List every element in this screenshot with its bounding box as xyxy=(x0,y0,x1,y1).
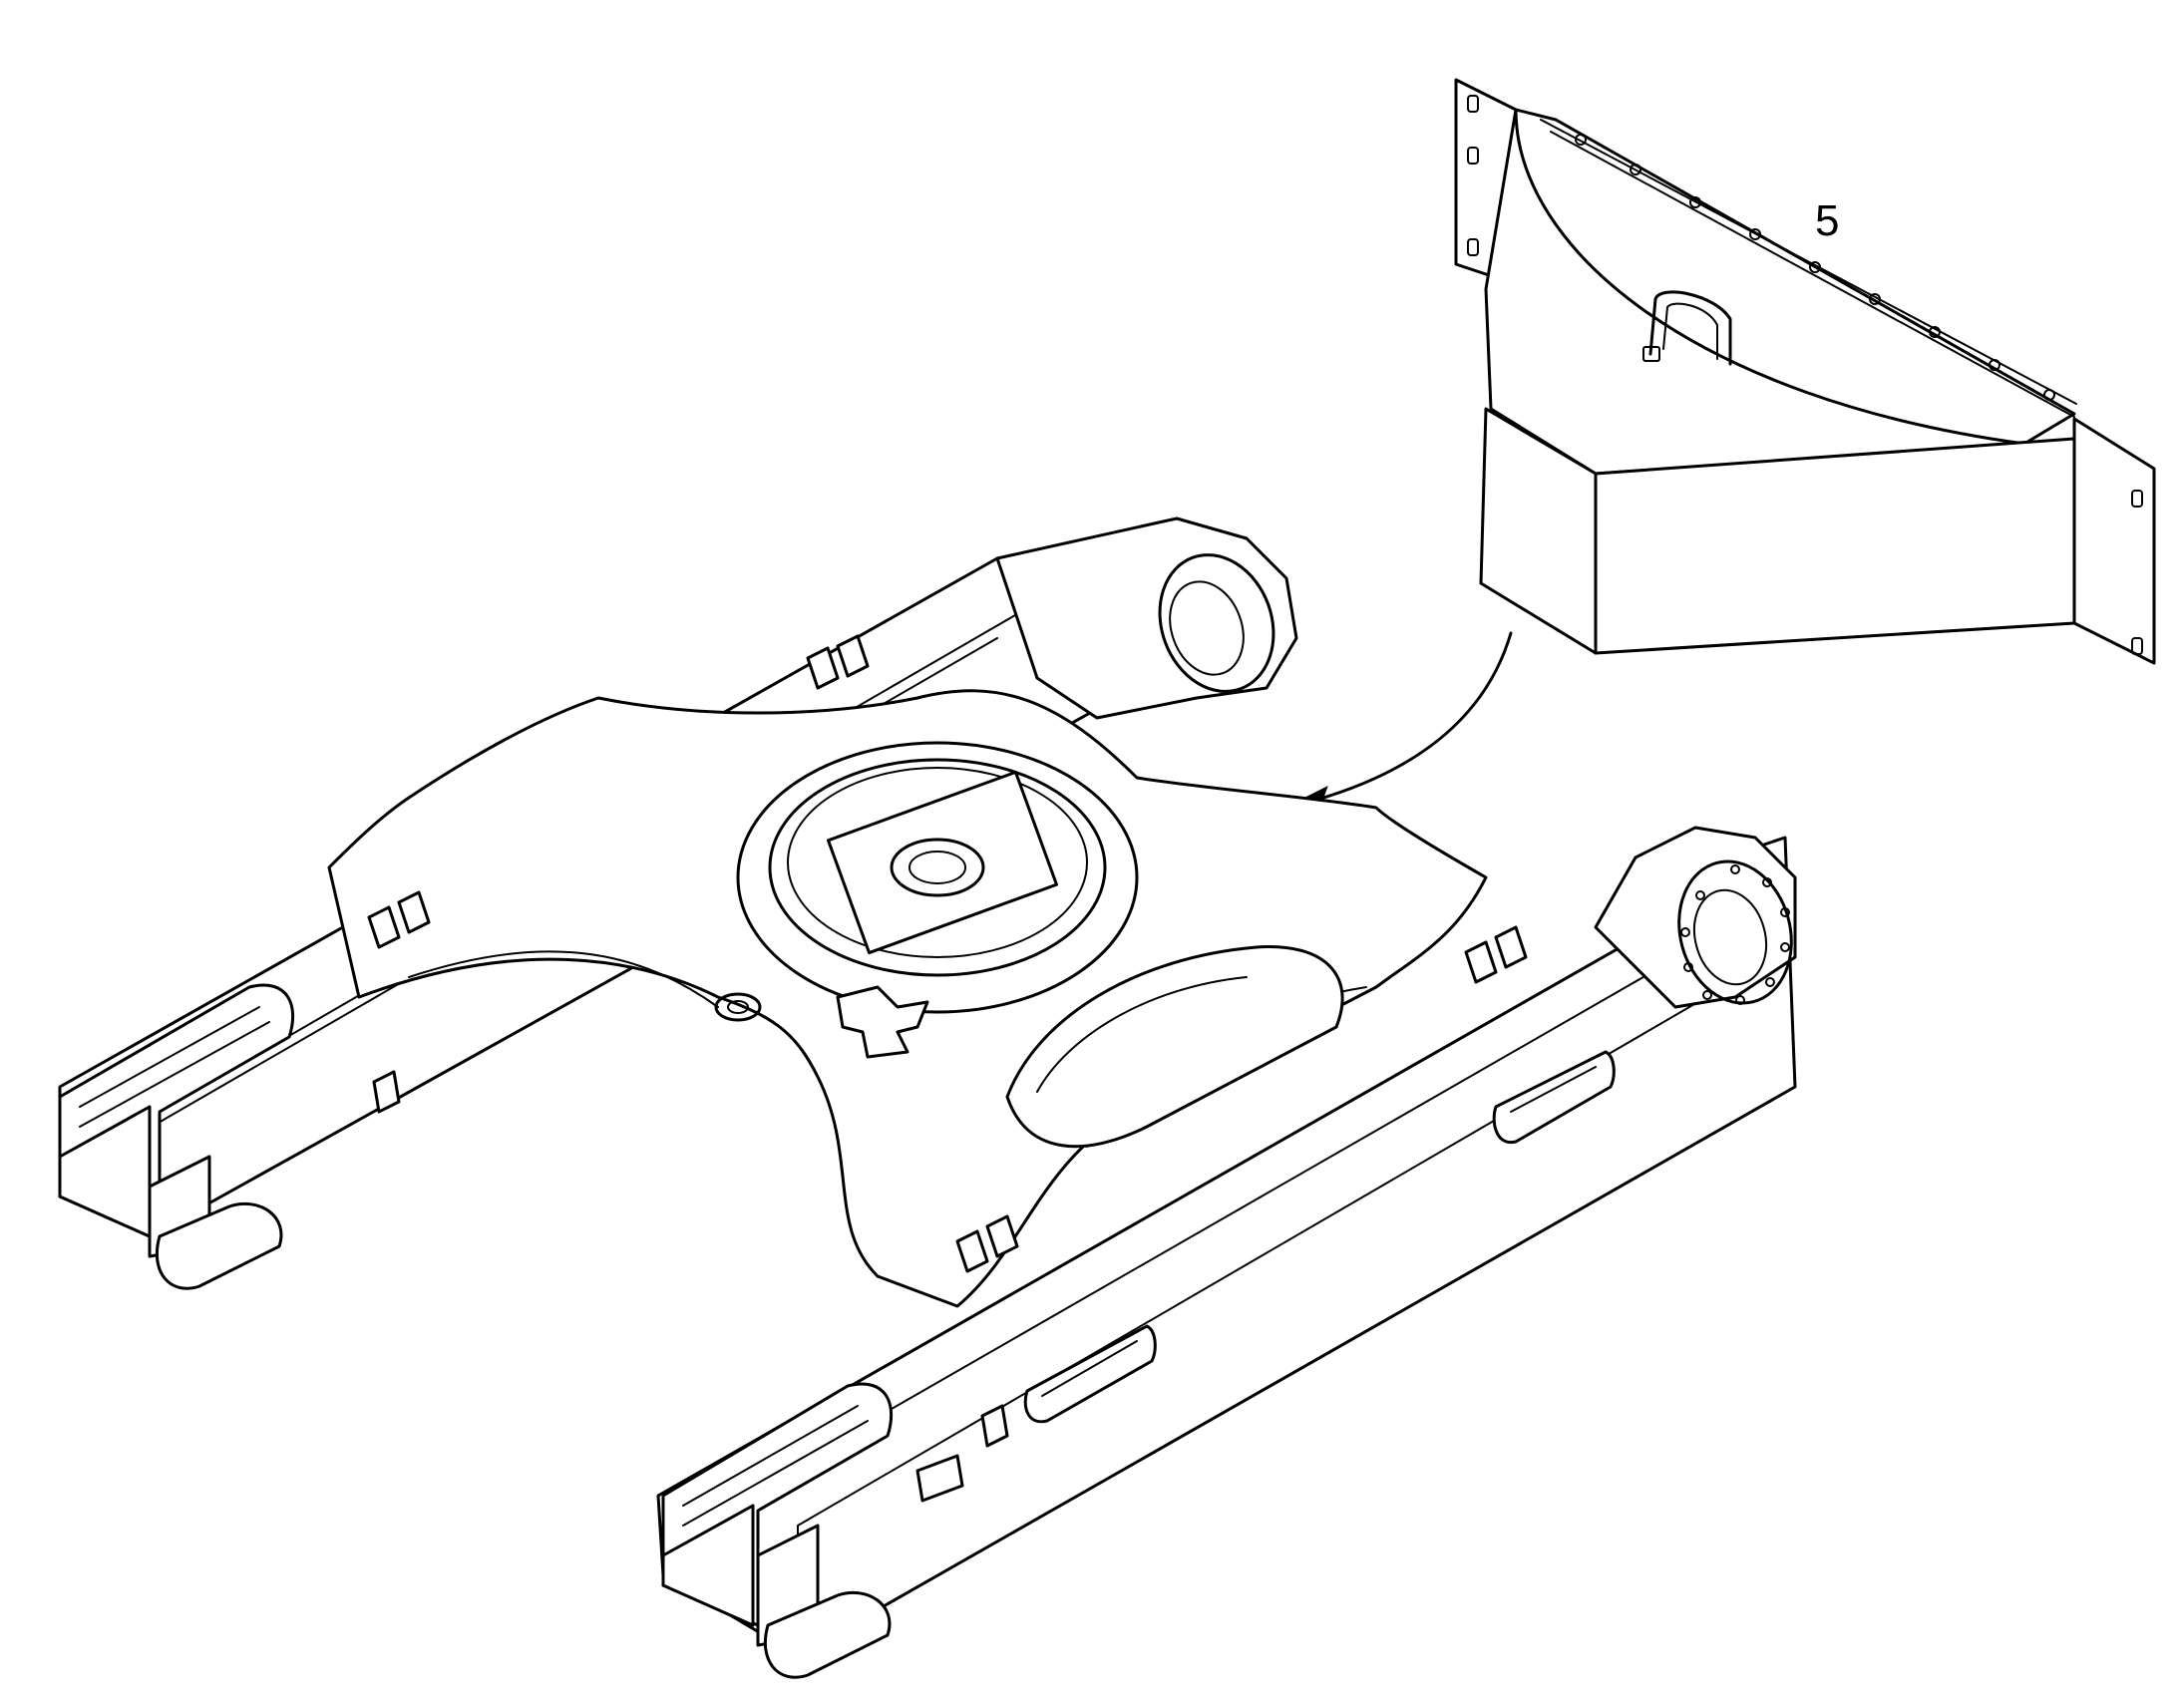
handle xyxy=(1648,290,1732,366)
track-frame-end-front xyxy=(661,1382,894,1679)
callout-label-5: 5 xyxy=(1815,196,1840,245)
undercarriage-frame xyxy=(58,516,1797,1657)
cover-panel-part-5 xyxy=(1454,78,2156,665)
hinge-knuckles xyxy=(1575,134,2055,401)
track-frame-end-rear xyxy=(58,983,295,1290)
chain-guide-upper xyxy=(1492,1050,1616,1145)
callout-arrow xyxy=(1282,631,1513,812)
center-joint xyxy=(890,838,985,897)
track-guard-brackets xyxy=(367,634,1528,1273)
idler-bore xyxy=(1677,859,1793,1005)
bolt-circle xyxy=(1680,864,1790,1005)
